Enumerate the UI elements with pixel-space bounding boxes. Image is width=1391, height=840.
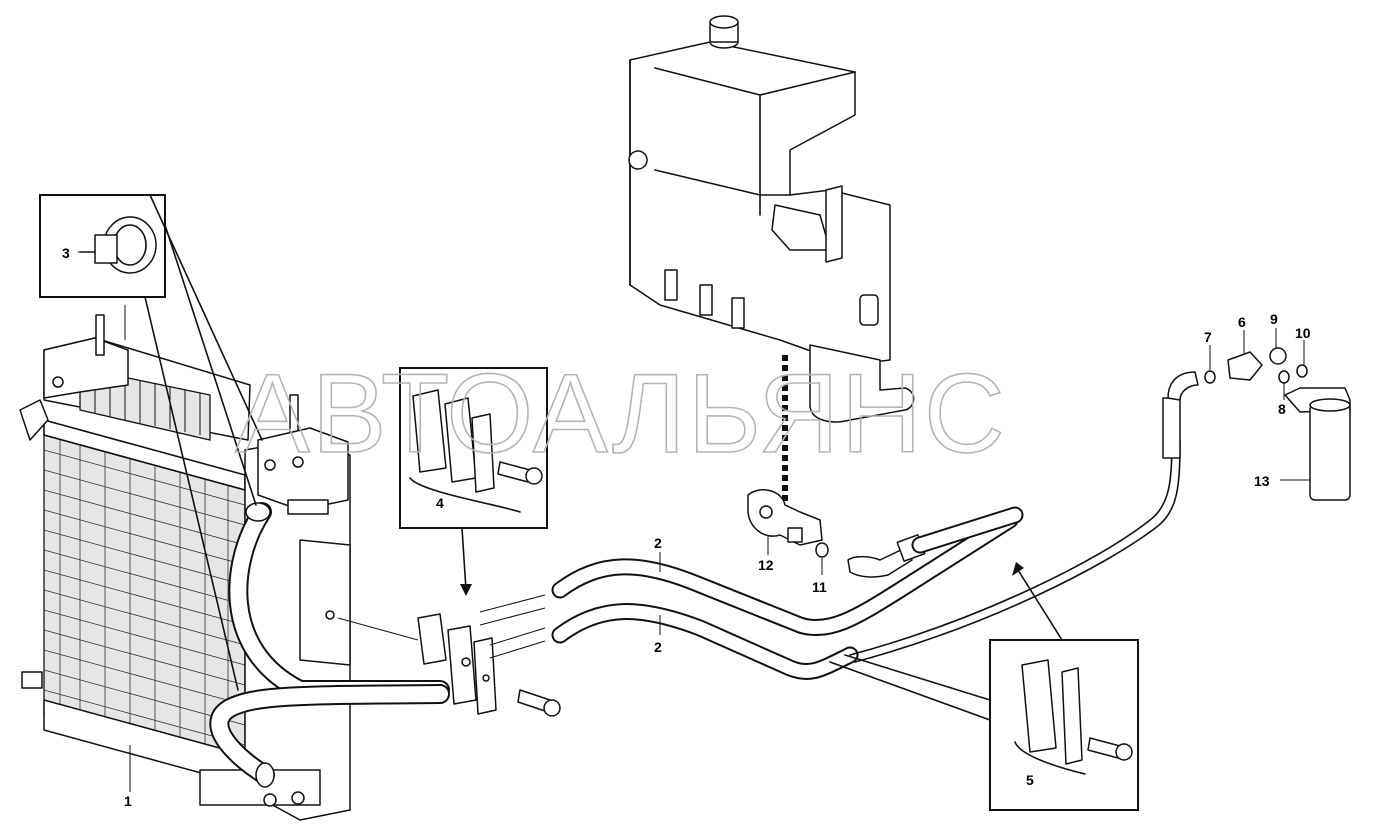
detail5-bolt-head <box>1115 743 1133 761</box>
leader-4-arrow <box>460 584 472 596</box>
tank-fittings <box>747 489 1024 578</box>
tank-outlet-2 <box>699 284 713 316</box>
clamp-block-a <box>417 613 447 665</box>
radiator-hoses <box>209 502 450 788</box>
callout-leaders <box>78 251 1310 792</box>
tank-sight <box>628 150 648 170</box>
detail5-plate <box>1061 667 1083 765</box>
callout-5: 5 <box>1026 772 1034 788</box>
tank-nipple <box>787 527 803 543</box>
elbow-6 <box>1227 351 1263 381</box>
coolant-pipes <box>479 371 1199 681</box>
stud-left <box>95 314 105 356</box>
detail-box-5 <box>829 562 1139 811</box>
callout-11: 11 <box>812 579 827 595</box>
callout-2-lower: 2 <box>654 639 662 655</box>
tank-elbow-hole <box>759 505 773 519</box>
o-ring-7 <box>1204 370 1216 384</box>
tank-outlet-1 <box>664 269 678 301</box>
o-ring-10 <box>1296 364 1308 378</box>
filter-kit <box>1204 347 1351 501</box>
detail4-block-a <box>412 389 447 473</box>
detail5-underline <box>1014 741 1086 775</box>
detail4-plate <box>471 413 495 493</box>
filter-canister-top <box>1309 398 1351 412</box>
clamp-hole <box>461 657 471 667</box>
hose-sleeve <box>1162 397 1181 459</box>
hose-clip <box>287 499 329 515</box>
pipe-break-line <box>479 594 546 613</box>
plate-hole <box>325 610 335 620</box>
callout-4: 4 <box>436 495 444 511</box>
bottom-mount <box>199 769 321 806</box>
core-hatch <box>43 440 246 765</box>
elbow-hose-fitting <box>847 547 913 578</box>
bracket-bolt-3 <box>292 456 304 468</box>
leader-5-arrow <box>1012 562 1024 576</box>
leader-5c <box>1017 569 1063 641</box>
callout-12: 12 <box>758 557 774 573</box>
callout-8: 8 <box>1278 401 1286 417</box>
leader-3c <box>164 224 257 506</box>
detail-box-4 <box>399 367 548 596</box>
hose-end-top <box>245 502 271 522</box>
clamp-block-b <box>447 625 477 705</box>
leader-5b <box>844 654 991 701</box>
filter-canister-13 <box>1309 404 1351 501</box>
tank-elbow-12 <box>747 489 823 546</box>
callout-6: 6 <box>1238 314 1246 330</box>
detail-box-3 <box>39 194 263 691</box>
tank-bracket <box>771 204 831 251</box>
callout-9: 9 <box>1270 311 1278 327</box>
tank-drain-stub <box>809 344 915 423</box>
leader-3b <box>144 296 239 691</box>
adapter-9 <box>1269 347 1287 365</box>
tank-strap <box>825 185 843 263</box>
hose-end-bottom <box>255 762 275 788</box>
callout-7: 7 <box>1204 329 1212 345</box>
mount-bolt <box>263 793 277 807</box>
tank-outlet-3 <box>731 297 745 329</box>
watermark-text: АВТОАЛЬЯНС <box>235 351 1007 476</box>
bracket-bolt-2 <box>264 459 276 471</box>
o-ring-11 <box>815 542 829 558</box>
hose-clamp-screw <box>94 234 118 264</box>
right-bracket <box>257 427 349 511</box>
detail4-underline <box>409 477 521 513</box>
elbow-fitting-filter <box>1167 371 1199 401</box>
o-ring-8 <box>1278 370 1290 384</box>
callout-1: 1 <box>124 793 132 809</box>
assembly-line <box>337 617 419 641</box>
clamp-bolt-head <box>543 699 561 717</box>
callout-3: 3 <box>62 245 70 261</box>
left-fitting <box>19 399 49 441</box>
callout-labels: 1 2 2 3 4 5 6 7 8 9 10 11 12 13 <box>62 245 1311 809</box>
leader-4 <box>461 527 467 591</box>
left-bracket <box>43 337 129 399</box>
drain-plug <box>21 671 43 689</box>
return-line <box>849 439 1173 656</box>
expansion-tank <box>628 15 915 515</box>
clamp-hole-2 <box>482 674 490 682</box>
mount-bolt-2 <box>291 791 305 805</box>
detail4-bolt-head <box>525 467 543 485</box>
leader-5a <box>829 661 991 721</box>
side-plate <box>299 539 351 666</box>
tank-slot <box>859 294 879 326</box>
detail5-block <box>1021 659 1057 753</box>
radiator-assembly <box>19 314 351 821</box>
bracket-bolt <box>52 376 64 388</box>
callout-10: 10 <box>1295 325 1311 341</box>
callout-13: 13 <box>1254 473 1270 489</box>
pipe-clamp-assembly <box>337 613 561 717</box>
callout-2-upper: 2 <box>654 535 662 551</box>
